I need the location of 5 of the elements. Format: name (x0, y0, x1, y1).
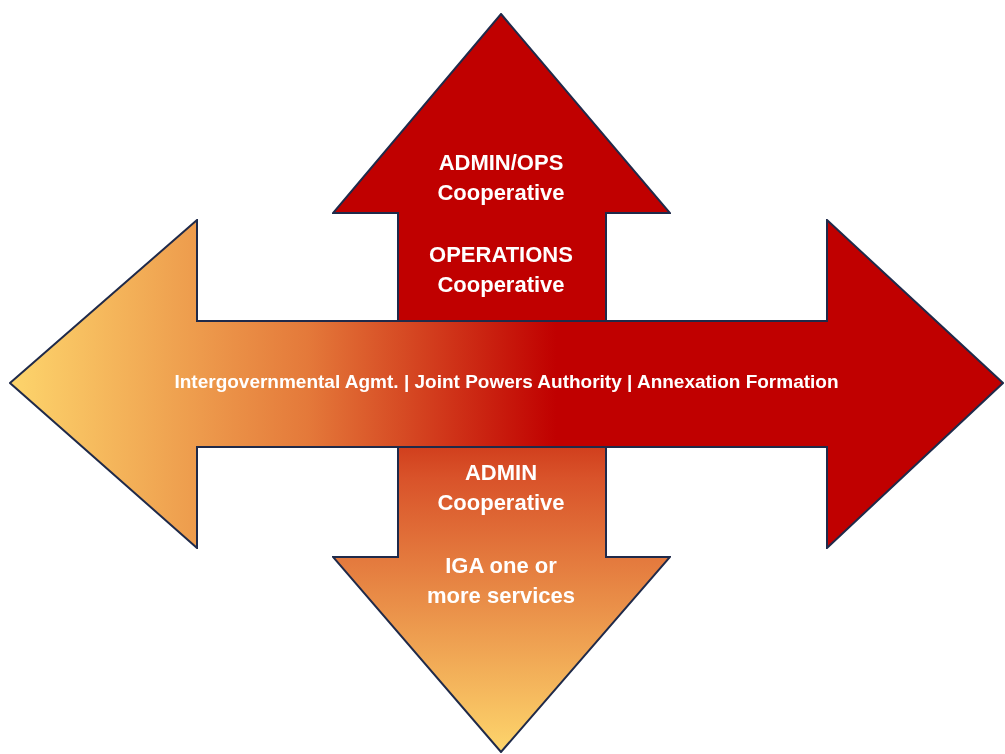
arrow-label: IGA one or more services (426, 552, 576, 610)
arrow-label: Intergovernmental Agmt. | Joint Powers Authority | Annexation Formation (173, 370, 840, 394)
arrow-label: ADMIN Cooperative (436, 459, 566, 517)
arrow-label: ADMIN/OPS Cooperative (436, 149, 566, 207)
arrow-label: OPERATIONS Cooperative (428, 241, 574, 299)
